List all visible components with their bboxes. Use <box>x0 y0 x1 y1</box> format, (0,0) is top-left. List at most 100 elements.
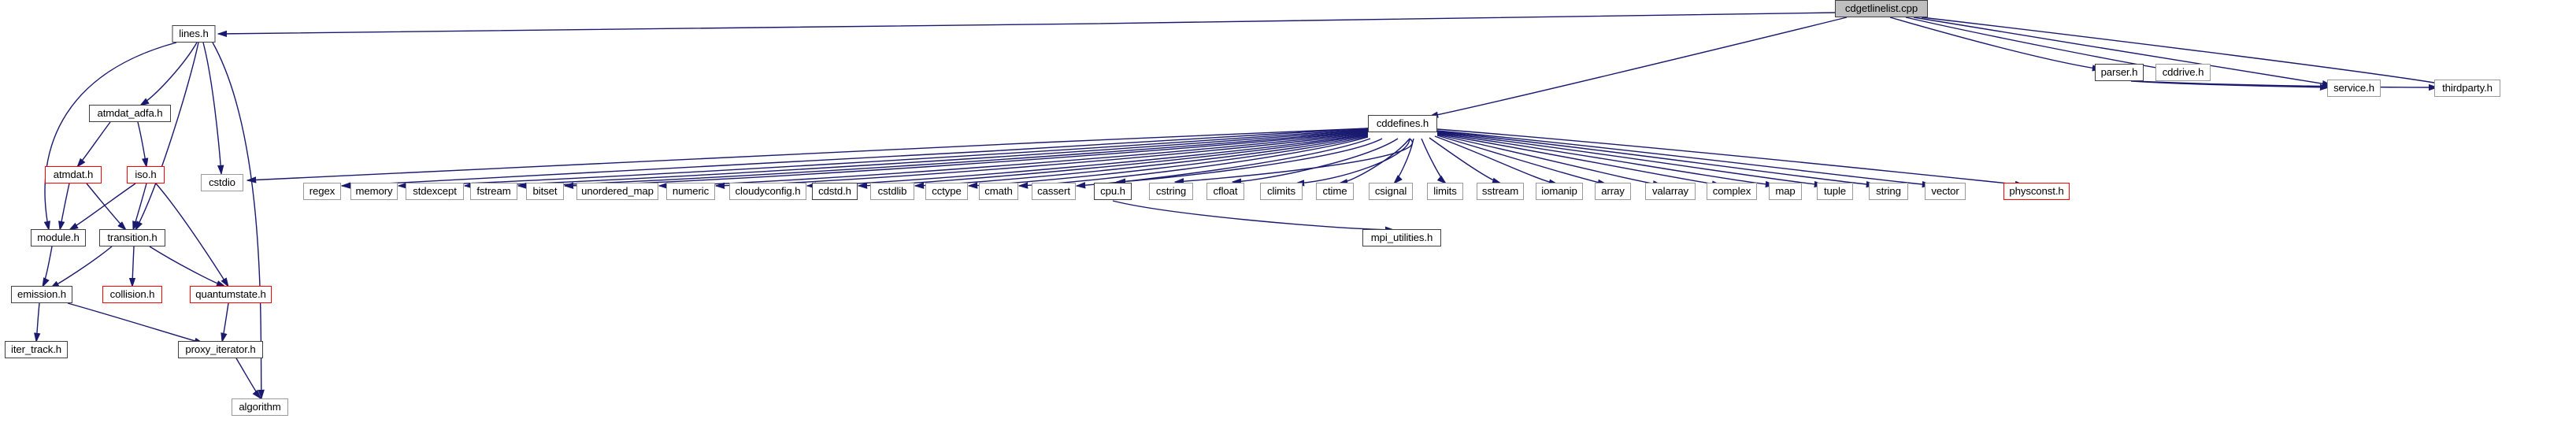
node-cassert[interactable]: cassert <box>1032 183 1076 200</box>
node-label: array <box>1601 185 1625 198</box>
edge-cddefines-to-cmath <box>1017 136 1369 189</box>
node-label: numeric <box>672 185 710 198</box>
node-complex[interactable]: complex <box>1707 183 1757 200</box>
edge-proxy_iterator-to-algorithm <box>235 358 261 400</box>
edge-atmdat-to-transition <box>86 183 127 231</box>
edge-cddefines-to-regex <box>340 128 1369 189</box>
node-regex[interactable]: regex <box>303 183 341 200</box>
node-label: mpi_utilities.h <box>1370 232 1433 244</box>
node-thirdparty[interactable]: thirdparty.h <box>2434 80 2500 97</box>
node-parser[interactable]: parser.h <box>2095 64 2144 81</box>
node-label: cloudyconfig.h <box>735 185 801 198</box>
node-label: cctype <box>932 185 962 198</box>
node-label: iter_track.h <box>10 343 62 356</box>
node-ctime[interactable]: ctime <box>1316 183 1354 200</box>
node-cstdio[interactable]: cstdio <box>201 174 243 191</box>
node-iter_track[interactable]: iter_track.h <box>5 341 68 358</box>
node-atmdat_adfa[interactable]: atmdat_adfa.h <box>89 105 171 122</box>
node-cdstd[interactable]: cdstd.h <box>812 183 858 200</box>
edge-parser-to-thirdparty <box>2133 80 2439 91</box>
node-label: cdstd.h <box>818 185 851 198</box>
node-mpi_utilities[interactable]: mpi_utilities.h <box>1362 229 1441 246</box>
node-label: regex <box>309 185 335 198</box>
node-bitset[interactable]: bitset <box>526 183 564 200</box>
node-label: iomanip <box>1541 185 1577 198</box>
node-cfloat[interactable]: cfloat <box>1206 183 1244 200</box>
node-label: csignal <box>1374 185 1407 198</box>
node-label: unordered_map <box>581 185 654 198</box>
node-label: vector <box>1931 185 1959 198</box>
node-stdexcept[interactable]: stdexcept <box>406 183 464 200</box>
edge-cdgetlinelist-to-cddefines <box>1428 17 1848 118</box>
node-label: atmdat.h <box>53 169 94 181</box>
node-module[interactable]: module.h <box>31 229 86 246</box>
node-cddefines[interactable]: cddefines.h <box>1368 115 1437 132</box>
node-cloudyconfig[interactable]: cloudyconfig.h <box>729 183 806 200</box>
edge-module-to-emission <box>42 246 53 288</box>
node-csignal[interactable]: csignal <box>1369 183 1413 200</box>
node-cmath[interactable]: cmath <box>979 183 1018 200</box>
edge-atmdat_adfa-to-iso <box>137 121 149 169</box>
node-climits[interactable]: climits <box>1260 183 1303 200</box>
edge-cddefines-to-string <box>1436 131 1877 188</box>
edge-cddefines-to-cassert <box>1075 138 1371 189</box>
node-label: cddrive.h <box>2162 66 2204 79</box>
node-lines[interactable]: lines.h <box>172 25 216 43</box>
node-label: cdgetlinelist.cpp <box>1844 2 1918 15</box>
edge-cddefines-to-csignal <box>1393 138 1414 184</box>
node-label: physconst.h <box>2009 185 2064 198</box>
node-label: service.h <box>2333 82 2374 94</box>
edge-cdgetlinelist-to-lines <box>217 12 1836 38</box>
node-cdgetlinelist[interactable]: cdgetlinelist.cpp <box>1835 0 1928 17</box>
edge-atmdat-to-module <box>58 183 70 232</box>
node-physconst[interactable]: physconst.h <box>2003 183 2070 200</box>
node-tuple[interactable]: tuple <box>1817 183 1853 200</box>
node-string[interactable]: string <box>1869 183 1908 200</box>
node-cstdlib[interactable]: cstdlib <box>870 183 914 200</box>
node-numeric[interactable]: numeric <box>666 183 715 200</box>
node-unordered_map[interactable]: unordered_map <box>576 183 658 200</box>
node-label: cassert <box>1037 185 1070 198</box>
node-cstring[interactable]: cstring <box>1149 183 1193 200</box>
node-algorithm[interactable]: algorithm <box>232 398 288 416</box>
edge-atmdat_adfa-to-atmdat <box>76 121 111 169</box>
edge-cddefines-to-map <box>1436 132 1776 188</box>
node-service[interactable]: service.h <box>2327 80 2381 97</box>
edge-cddefines-to-cpu <box>1115 138 1383 185</box>
node-cddrive[interactable]: cddrive.h <box>2155 64 2211 81</box>
node-fstream[interactable]: fstream <box>470 183 517 200</box>
node-label: emission.h <box>17 288 67 301</box>
node-quantumstate[interactable]: quantumstate.h <box>190 286 272 303</box>
node-proxy_iterator[interactable]: proxy_iterator.h <box>178 341 263 358</box>
node-cpu[interactable]: cpu.h <box>1094 183 1132 200</box>
edge-lines-to-module <box>43 42 177 232</box>
node-array[interactable]: array <box>1595 183 1631 200</box>
node-emission[interactable]: emission.h <box>11 286 72 303</box>
node-atmdat[interactable]: atmdat.h <box>45 166 102 183</box>
node-label: parser.h <box>2100 66 2138 79</box>
node-memory[interactable]: memory <box>350 183 398 200</box>
node-cctype[interactable]: cctype <box>925 183 968 200</box>
node-label: valarray <box>1651 185 1689 198</box>
edge-parser-to-service <box>2130 80 2330 91</box>
node-limits[interactable]: limits <box>1427 183 1463 200</box>
node-collision[interactable]: collision.h <box>102 286 162 303</box>
node-iomanip[interactable]: iomanip <box>1536 183 1583 200</box>
node-map[interactable]: map <box>1769 183 1802 200</box>
edge-cddefines-to-sstream <box>1429 137 1503 184</box>
node-label: cstdio <box>209 176 235 189</box>
node-transition[interactable]: transition.h <box>99 229 165 246</box>
node-label: map <box>1775 185 1796 198</box>
node-label: limits <box>1433 185 1457 198</box>
edge-emission-to-proxy_iterator <box>67 302 205 344</box>
node-label: collision.h <box>109 288 155 301</box>
edge-lines-to-atmdat_adfa <box>139 42 198 106</box>
node-iso[interactable]: iso.h <box>127 166 165 183</box>
node-valarray[interactable]: valarray <box>1645 183 1696 200</box>
node-vector[interactable]: vector <box>1925 183 1966 200</box>
node-label: stdexcept <box>413 185 457 198</box>
node-sstream[interactable]: sstream <box>1477 183 1524 200</box>
edge-cddefines-to-tuple <box>1436 132 1825 188</box>
edge-cddefines-to-numeric <box>714 132 1369 189</box>
